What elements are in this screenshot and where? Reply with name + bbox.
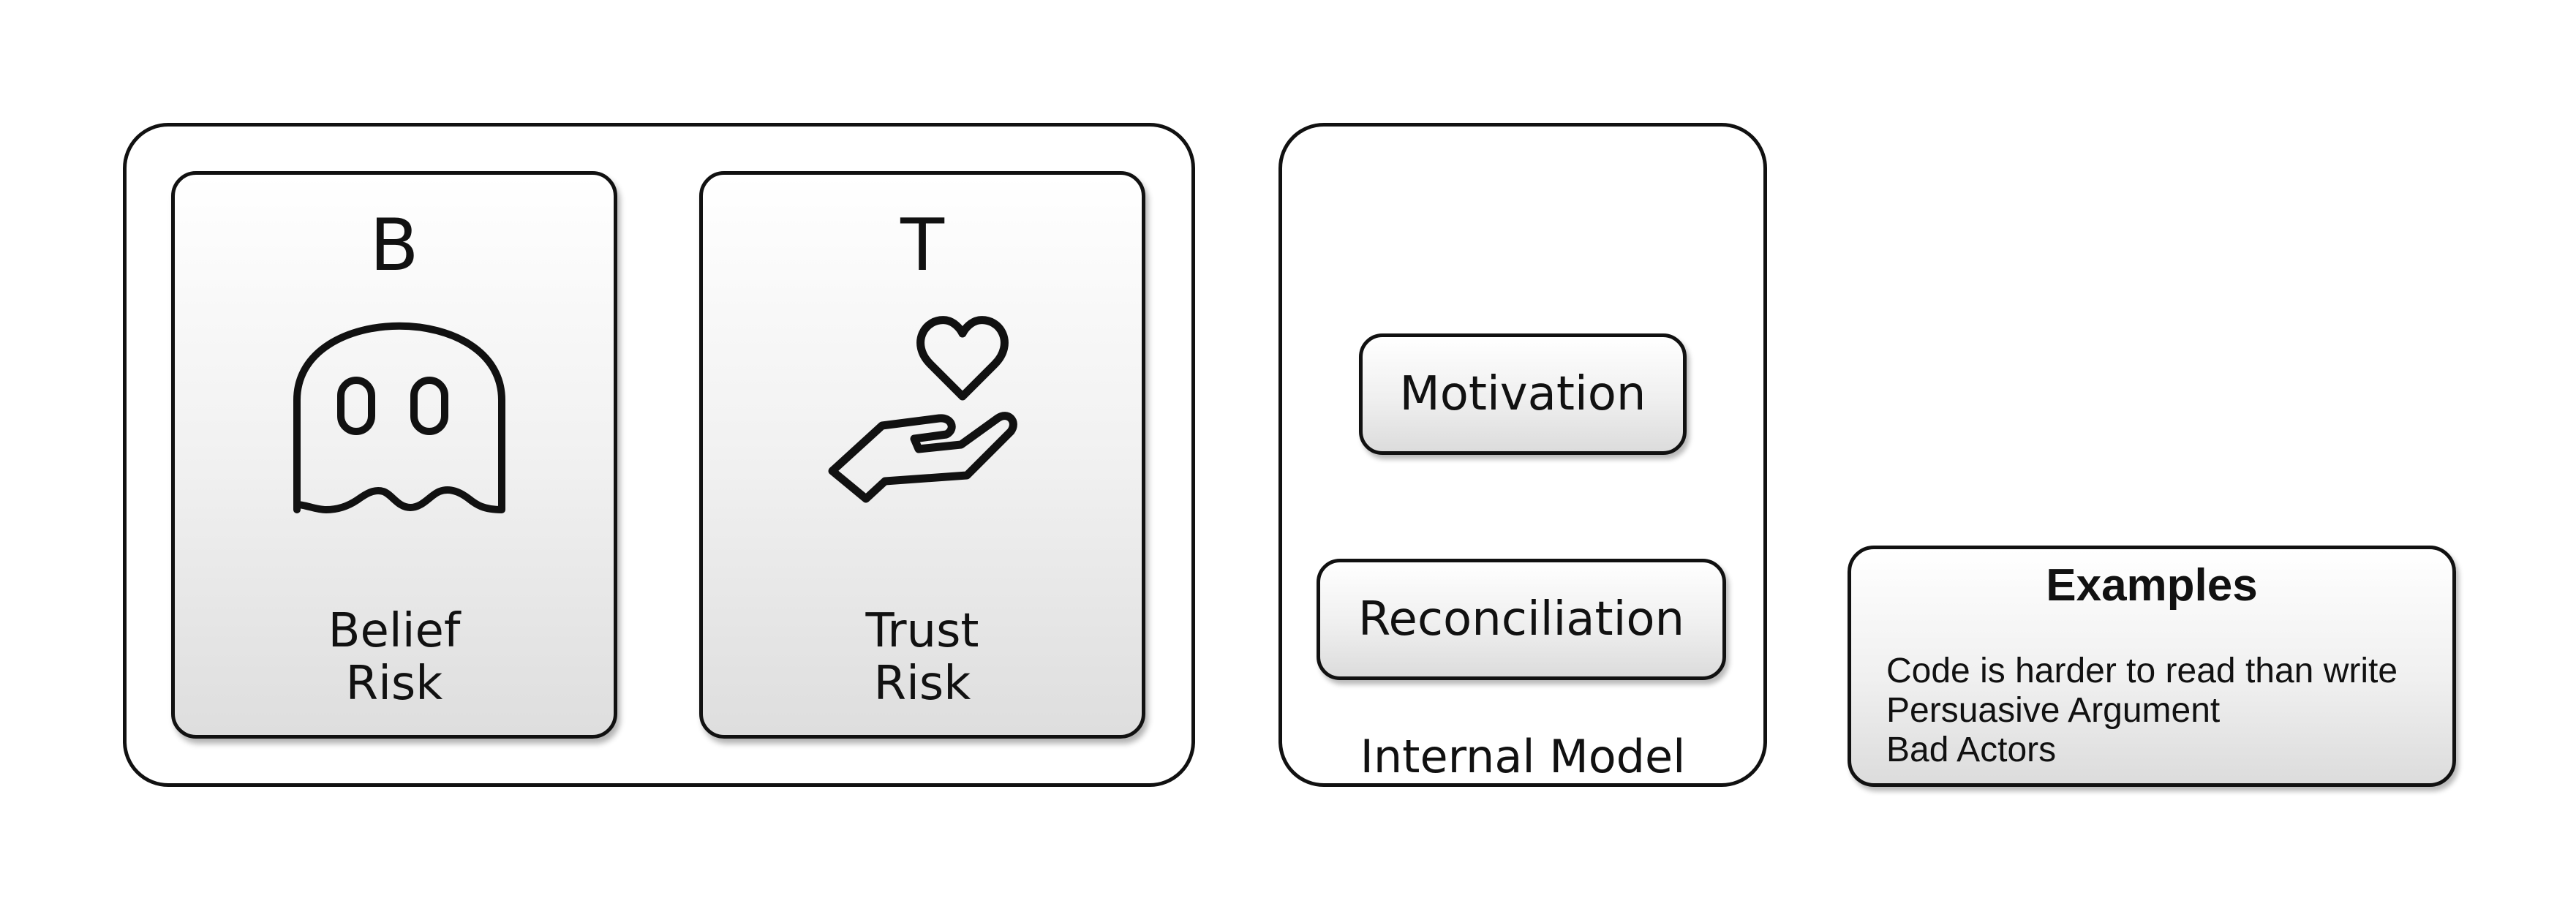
examples-box: Examples Code is harder to read than wri… [1848,546,2456,787]
reconciliation-node: Reconciliation [1317,559,1726,680]
examples-list-item: Persuasive Argument [1886,691,2221,730]
trust-risk-card: T Trust Risk [699,171,1145,739]
trust-risk-label-line1: Trust [865,604,979,658]
belief-risk-letter: B [369,204,419,287]
ghost-icon [293,322,505,513]
examples-title: Examples [2046,560,2258,611]
examples-list: Code is harder to read than write Persua… [1886,652,2398,770]
belief-risk-card: B Belief Risk [171,171,617,739]
motivation-node: Motivation [1359,333,1687,455]
trust-risk-letter: T [900,204,944,287]
examples-list-item: Bad Actors [1886,731,2057,769]
examples-list-item: Code is harder to read than write [1886,652,2398,690]
belief-risk-label-line2: Risk [345,657,443,711]
internal-model-frame [1278,123,1767,787]
trust-risk-label-line2: Risk [873,657,971,711]
belief-risk-label-line1: Belief [328,604,461,658]
belief-risk-label: Belief Risk [175,605,614,710]
hand-heart-icon [828,316,1017,503]
internal-model-caption: Internal Model [1360,730,1686,783]
trust-risk-label: Trust Risk [703,605,1142,710]
